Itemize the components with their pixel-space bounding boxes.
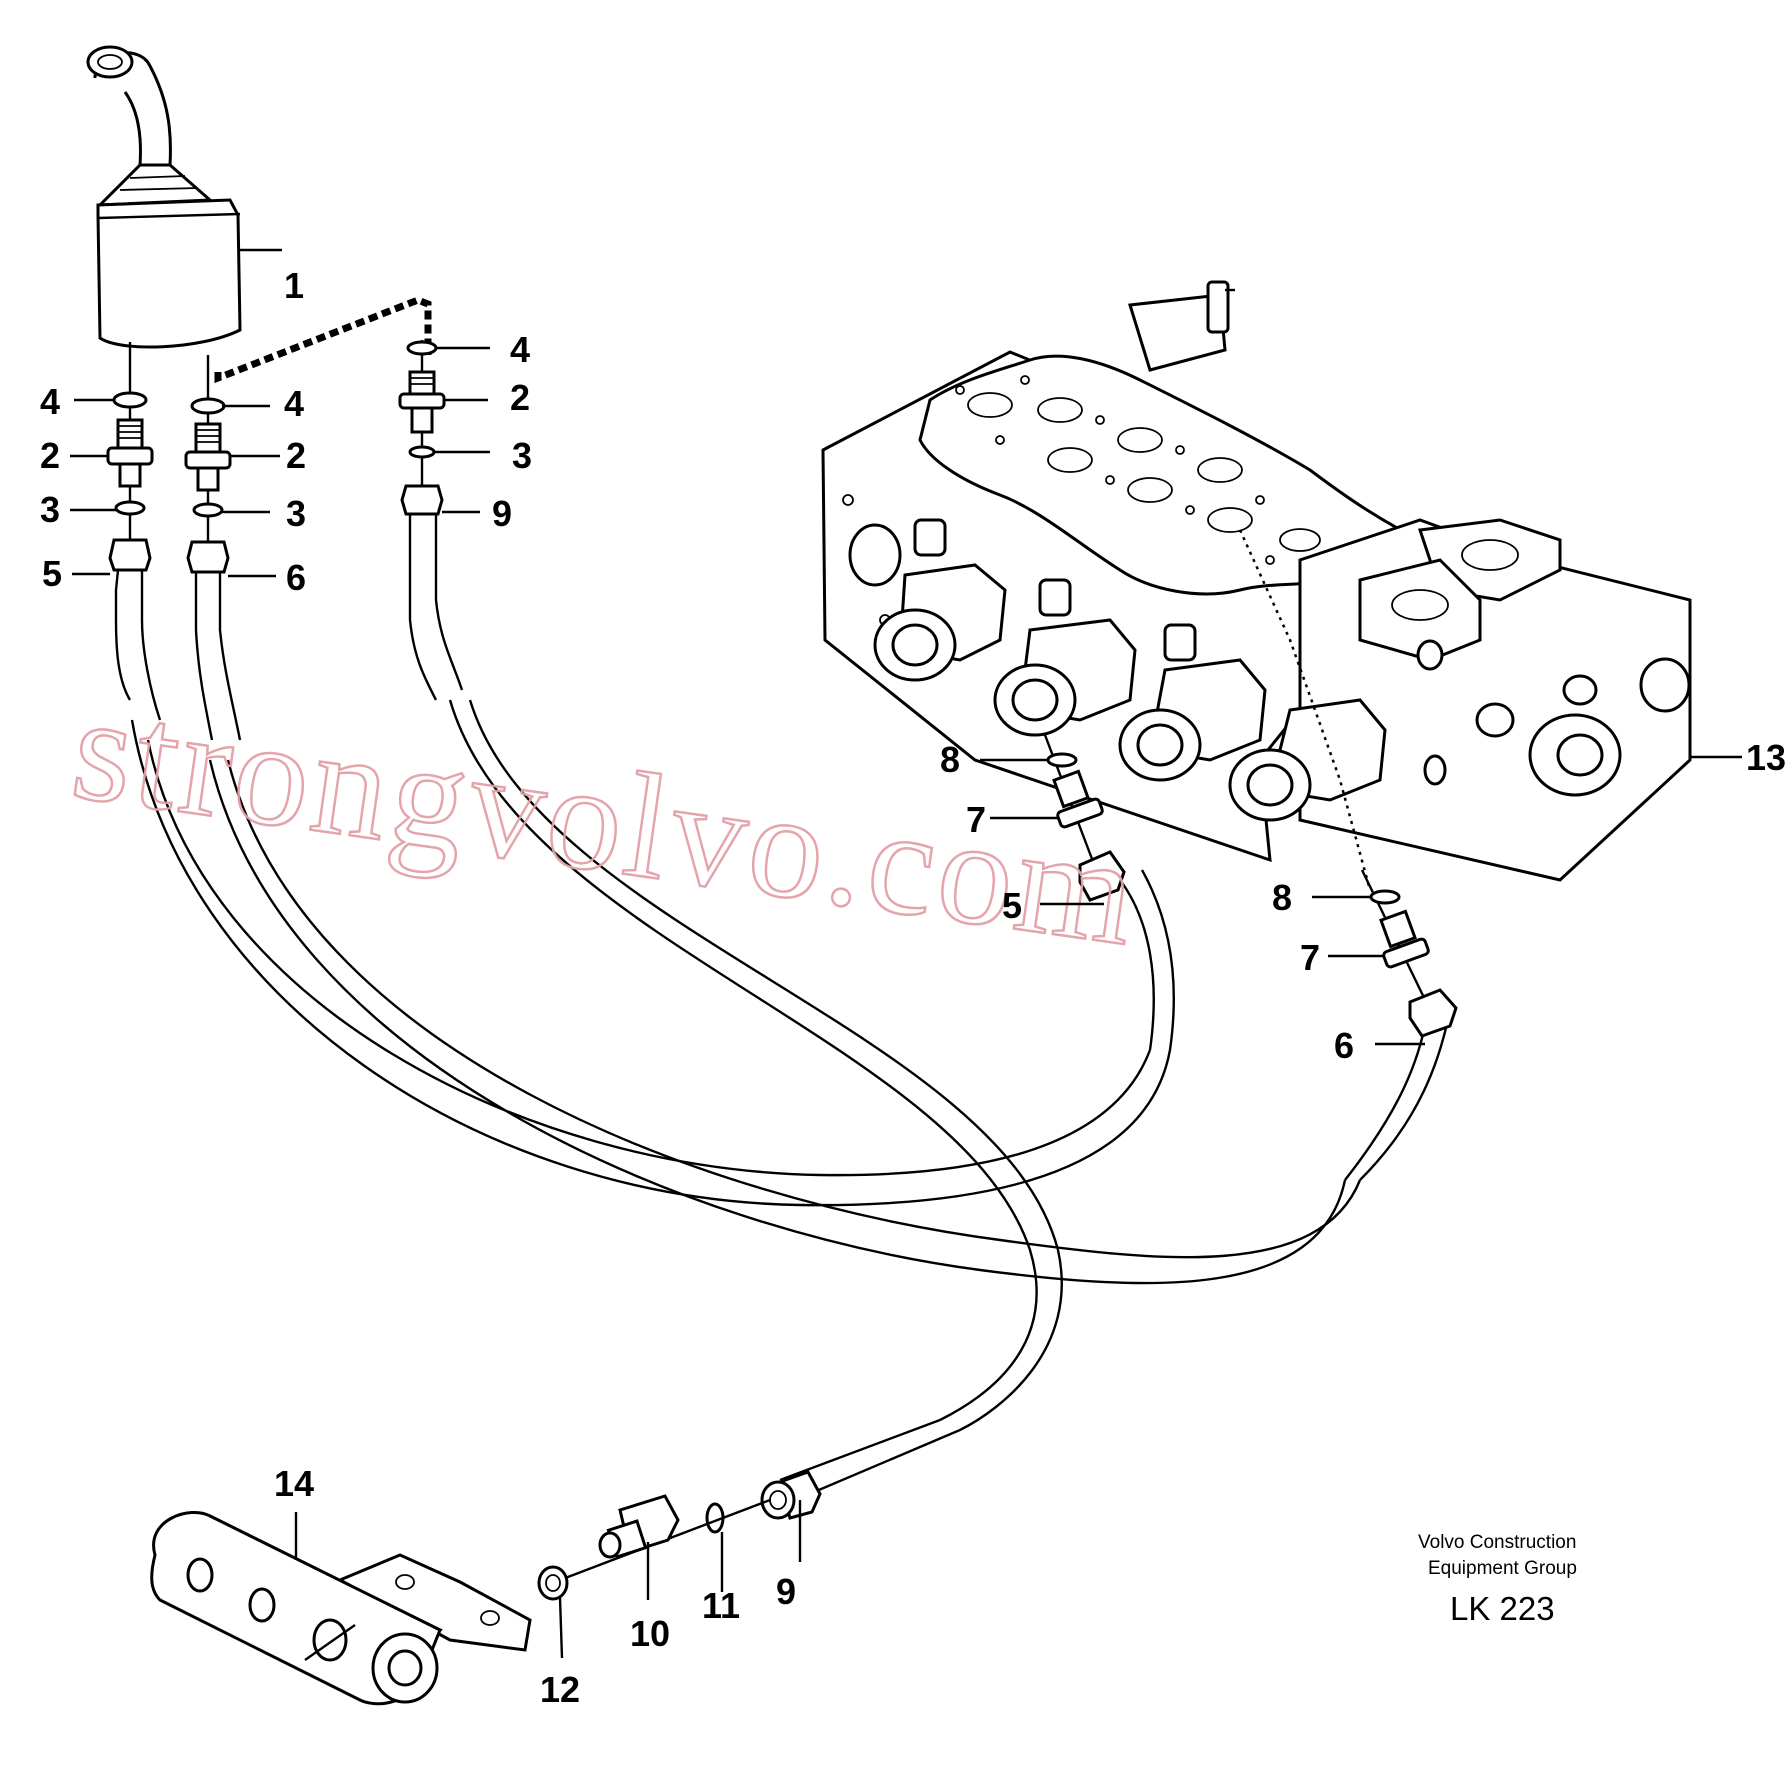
label-part-9-bottom: 9 — [776, 1571, 796, 1612]
valve-fitting-stack-2 — [1360, 869, 1458, 1038]
label-part-14: 14 — [274, 1463, 314, 1504]
credit-line-2: Equipment Group — [1428, 1558, 1577, 1579]
label-part-5-left: 5 — [42, 553, 62, 594]
label-part-6-middle: 6 — [286, 557, 306, 598]
label-part-2-right: 2 — [510, 377, 530, 418]
label-part-11: 11 — [702, 1585, 740, 1626]
label-part-2-middle: 2 — [286, 435, 306, 476]
label-part-8-valve-1: 8 — [940, 739, 960, 780]
label-part-3-left: 3 — [40, 489, 60, 530]
label-part-2-left: 2 — [40, 435, 60, 476]
right-fitting-stack — [398, 340, 464, 701]
credit-line-1: Volvo Construction — [1418, 1532, 1576, 1553]
label-part-1: 1 — [284, 265, 304, 306]
label-part-13: 13 — [1746, 737, 1786, 778]
label-part-9-top: 9 — [492, 493, 512, 534]
label-part-7-valve-2: 7 — [1300, 937, 1320, 978]
label-part-12: 12 — [540, 1669, 580, 1710]
label-part-3-right: 3 — [512, 435, 532, 476]
label-part-3-middle: 3 — [286, 493, 306, 534]
label-part-10: 10 — [630, 1613, 670, 1654]
label-part-7-valve-1: 7 — [966, 799, 986, 840]
label-part-4-right: 4 — [510, 329, 530, 370]
label-part-6-valve: 6 — [1334, 1025, 1354, 1066]
left-fitting-stack — [106, 342, 162, 721]
bottom-fitting-chain — [537, 1470, 822, 1601]
solenoid-valves — [873, 518, 1387, 822]
dashed-connector — [214, 296, 432, 384]
manifold-block — [150, 1511, 532, 1706]
valve-fitting-stack-1 — [1043, 734, 1126, 902]
label-part-4-left: 4 — [40, 381, 60, 422]
drawing-code: LK 223 — [1450, 1590, 1555, 1627]
leader-lines — [70, 248, 1742, 1659]
label-part-5-valve: 5 — [1002, 885, 1022, 926]
credit-block: Volvo Construction Equipment Group LK 22… — [1418, 1532, 1577, 1627]
part-labels: 1 4 4 4 2 2 2 3 3 3 5 6 9 8 7 5 13 8 7 6… — [40, 265, 1786, 1710]
hose-routing — [130, 699, 1452, 1500]
control-valve-block — [821, 280, 1692, 891]
label-part-8-valve-2: 8 — [1272, 877, 1292, 918]
middle-fitting-stack — [184, 355, 242, 741]
label-part-4-middle: 4 — [284, 383, 304, 424]
joystick-control-lever — [86, 45, 242, 349]
